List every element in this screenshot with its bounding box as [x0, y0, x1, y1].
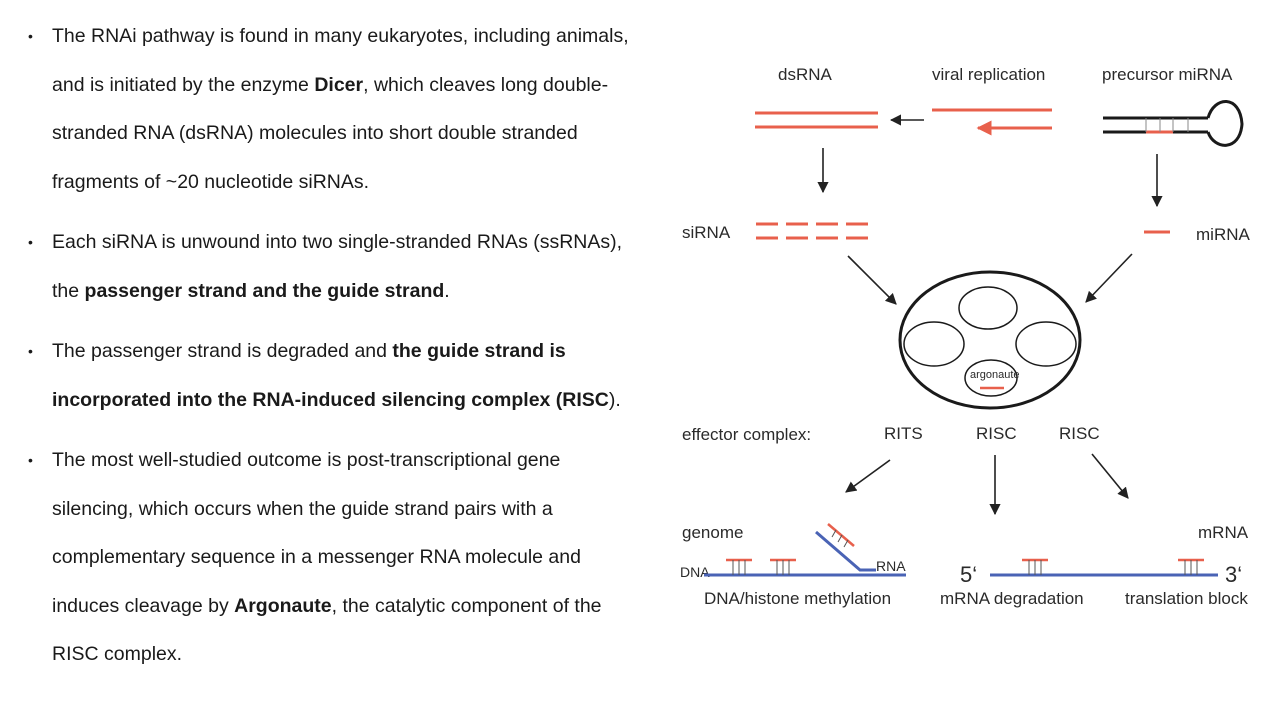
label-rna: RNA	[876, 558, 906, 574]
label-argonaute: argonaute	[970, 369, 1020, 381]
bullet-dot-icon: •	[28, 343, 33, 359]
bullet-dot-icon: •	[28, 234, 33, 250]
bullet-item: • The most well-studied outcome is post-…	[26, 436, 638, 679]
bullet-item: • Each siRNA is unwound into two single-…	[26, 218, 638, 315]
arrow-mirna-to-complex	[1085, 253, 1133, 303]
label-effector-complex: effector complex:	[682, 425, 811, 444]
effector-complex-ellipse	[898, 270, 1082, 410]
bullet-dot-icon: •	[28, 28, 33, 44]
bullet-text: The RNAi pathway is found in many eukary…	[52, 25, 629, 193]
dna-bound-guides	[726, 558, 796, 575]
bullet-text: Each siRNA is unwound into two single-st…	[52, 231, 623, 302]
label-mrna-degradation: mRNA degradation	[940, 589, 1084, 608]
label-risc-degradation: RISC	[976, 424, 1017, 443]
label-mrna: mRNA	[1198, 523, 1249, 542]
nascent-rna	[815, 523, 876, 572]
label-precursor-mirna: precursor miRNA	[1102, 65, 1233, 84]
bullet-text: The most well-studied outcome is post-tr…	[52, 449, 602, 665]
label-translation-block: translation block	[1125, 589, 1248, 608]
sirna-fragments	[756, 222, 868, 240]
label-dna-histone-methylation: DNA/histone methylation	[704, 589, 891, 608]
label-genome: genome	[682, 523, 743, 542]
arrow-sirna-to-complex	[847, 255, 897, 305]
rnai-pathway-diagram: dsRNA viral replication precursor miRNA …	[680, 65, 1250, 608]
bullet-text: The passenger strand is degraded and the…	[52, 340, 621, 411]
label-rits: RITS	[884, 424, 923, 443]
label-sirna: siRNA	[682, 223, 731, 242]
arrow-rits-to-genome	[845, 459, 891, 493]
bullet-dot-icon: •	[28, 452, 33, 468]
bullet-item: • The RNAi pathway is found in many euka…	[26, 12, 638, 206]
arrow-risc-to-translation	[1091, 453, 1129, 499]
label-dna: DNA	[680, 564, 710, 580]
mrna-bound-guides	[1022, 558, 1204, 575]
bullet-list: • The RNAi pathway is found in many euka…	[26, 12, 638, 679]
label-dsrna: dsRNA	[778, 65, 833, 84]
label-mirna: miRNA	[1196, 225, 1250, 244]
label-five-prime: 5‘	[960, 562, 977, 587]
label-three-prime: 3‘	[1225, 562, 1242, 587]
label-viral-replication: viral replication	[932, 65, 1045, 84]
precursor-mirna-hairpin	[1103, 100, 1244, 147]
label-risc-translation: RISC	[1059, 424, 1100, 443]
bullet-item: • The passenger strand is degraded and t…	[26, 327, 638, 424]
